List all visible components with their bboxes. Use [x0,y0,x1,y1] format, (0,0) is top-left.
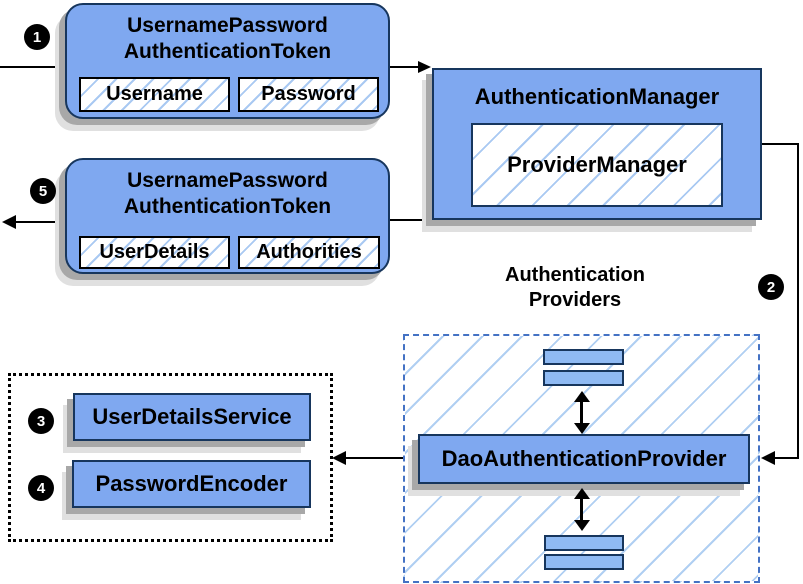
result-out-connector [10,221,66,223]
step-5-badge: 5 [30,178,56,204]
userdetails-field-box: UserDetails [79,236,230,269]
result-token-node: UsernamePassword AuthenticationToken Use… [65,158,390,274]
arrowhead-right-icon [418,61,431,73]
provider-slot-bar [543,370,624,386]
request-token-title-line1: UsernamePassword [127,14,328,37]
arrowhead-left-icon [2,215,16,229]
request-token-title-line2: AuthenticationToken [123,40,332,63]
username-field-box: Username [79,77,230,112]
password-encoder-node: PasswordEncoder [72,460,311,508]
authentication-providers-heading-line1: Authentication [505,264,645,286]
authorities-field-box: Authorities [238,236,380,269]
manager-to-result-token-connector [388,219,434,221]
user-details-service-node: UserDetailsService [73,393,311,441]
step-2-badge: 2 [758,274,784,300]
dao-authentication-provider-node: DaoAuthenticationProvider [418,434,750,484]
authentication-providers-group: DaoAuthenticationProvider [403,334,760,583]
step-3-badge: 3 [28,408,54,434]
authentication-manager-node: AuthenticationManager ProviderManager [432,68,762,220]
result-token-title-line1: UsernamePassword [127,169,328,192]
services-group [8,373,333,542]
step-1-badge: 1 [24,24,50,50]
authentication-providers-heading: Authentication Providers [445,263,705,313]
provider-slot-bar [544,535,624,551]
result-token-title-line2: AuthenticationToken [123,195,332,218]
password-field-box: Password [238,77,379,112]
manager-to-providers-connector-top [762,143,799,145]
request-token-node: UsernamePassword AuthenticationToken Use… [65,3,390,119]
request-token-title: UsernamePassword AuthenticationToken [67,5,388,65]
authentication-manager-title: AuthenticationManager [474,84,720,109]
provider-slot-bar [543,349,624,365]
token-to-manager-connector [388,66,420,68]
arrowhead-left-icon [332,451,346,465]
provider-manager-box: ProviderManager [471,123,723,207]
step-4-badge: 4 [28,475,54,501]
authentication-providers-heading-line2: Providers [528,289,622,311]
double-arrow-shaft [580,400,583,426]
manager-to-providers-connector-vertical [797,143,799,459]
double-arrow-up-icon [574,391,590,402]
manager-to-providers-connector-bottom [774,457,799,459]
arrowhead-left-icon [761,451,775,465]
double-arrow-down-icon [574,423,590,434]
double-arrow-shaft [580,497,583,523]
provider-to-services-connector [344,457,403,459]
double-arrow-down-icon [574,520,590,531]
result-token-title: UsernamePassword AuthenticationToken [67,160,388,220]
double-arrow-up-icon [574,488,590,499]
incoming-request-connector [0,66,66,68]
provider-slot-bar [544,554,624,570]
